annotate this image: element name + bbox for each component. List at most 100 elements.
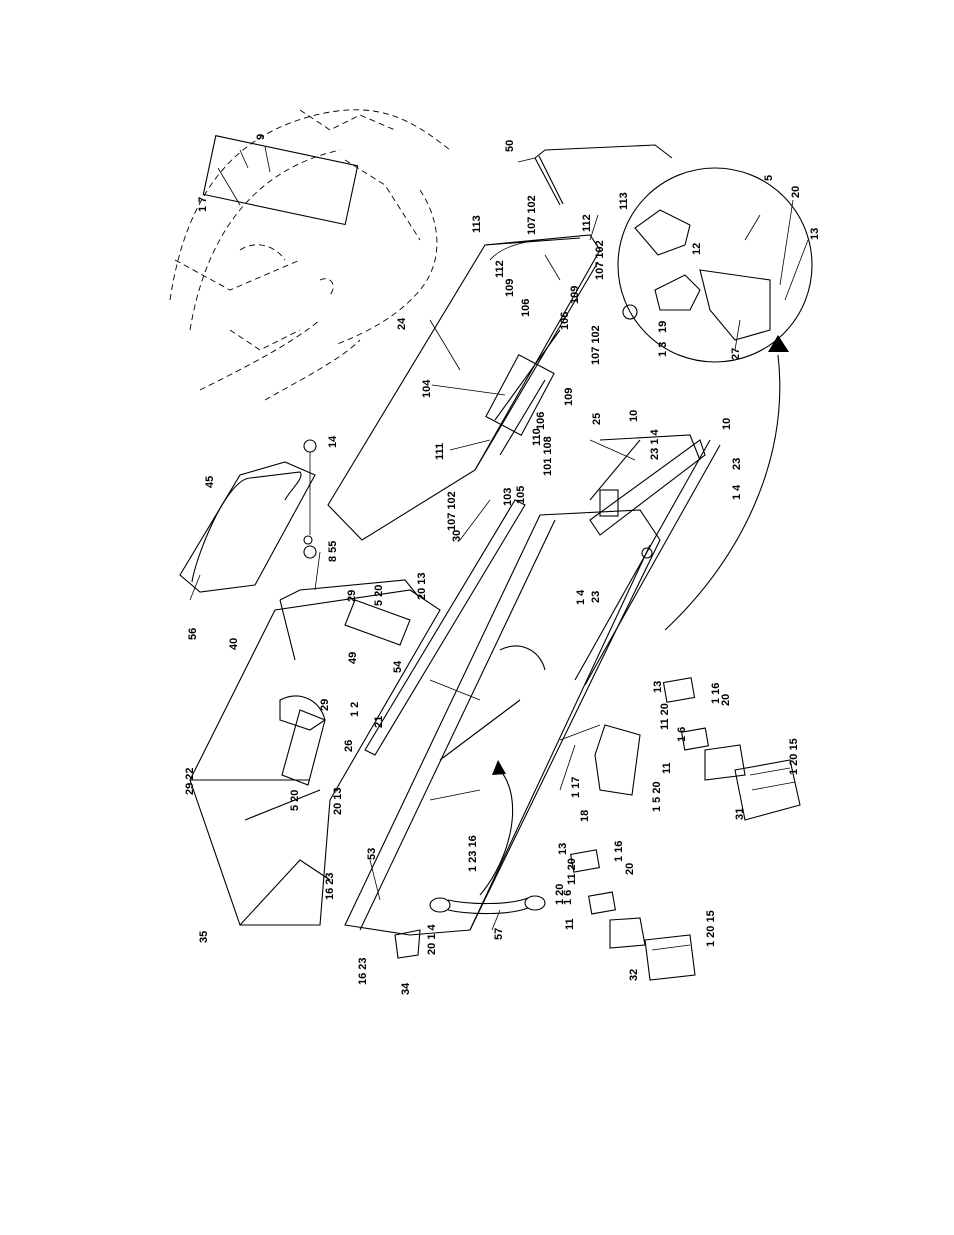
callout-label: 10 [628,410,640,422]
upper-rail-assembly [327,234,601,541]
callout-label: 25 [591,413,603,425]
callout-label: 105 [515,486,527,504]
callout-label: 1 16 [710,683,722,704]
callout-label: 31 [734,808,746,820]
callout-label: 11 20 [659,703,671,730]
callout-label: 20 [720,694,732,706]
callout-label: 1 6 [676,727,688,742]
callout-label: 29 [319,699,331,711]
callout-label: 1 7 [197,197,209,212]
callout-label: 5 [763,175,775,181]
callout-label: 1 16 [613,841,625,862]
leader-lines [217,146,809,931]
callout-label: 27 [730,348,742,360]
callout-label: 103 [502,488,514,506]
callout-label: 106 [535,412,547,430]
callout-label: 107 102 [590,325,602,365]
callout-label: 54 [392,660,404,673]
callout-label: 29 22 [184,767,196,795]
callout-label: 1 6 [562,890,574,905]
callout-label: 104 [421,379,433,398]
callout-label: 20 13 [332,787,344,815]
callout-label: 21 [373,716,385,728]
callout-label: 35 [198,931,210,943]
callout-label: 107 102 [446,491,458,531]
callout-label: 56 [187,628,199,640]
callout-label: 113 [471,215,483,233]
long-frame [344,509,661,936]
hinge-plates [569,677,710,915]
callout-label: 23 [590,591,602,603]
callout-label: 50 [504,140,516,152]
callout-label: 1 23 16 [467,835,479,872]
bracket-26 [281,709,326,786]
callout-label: 5 20 [289,790,301,811]
fasteners-8-55-14 [303,439,317,559]
callout-labels: 9 1 7 50 113 113 107 102 112 112 107 102… [184,134,821,995]
pedal-31 [704,744,801,821]
callout-label: 1 3 [657,342,669,357]
callout-label: 20 [624,863,636,875]
callout-label: 1 20 15 [705,910,717,947]
seat-frame-35 [189,589,441,926]
callout-label: 20 13 [416,572,428,600]
callout-label: 106 [559,312,571,330]
callout-label: 111 [434,443,446,460]
callout-label: 14 [327,435,339,448]
callout-label: 1 17 [570,777,582,798]
callout-label: 13 [557,843,569,855]
callout-label: 107 102 [526,195,538,235]
callout-label: 45 [204,476,216,488]
rail-54 [364,499,526,756]
bracket-34 [394,929,421,959]
callout-label: 23 1 4 [649,429,661,460]
callout-label: 1 20 [554,884,566,905]
callout-label: 9 [255,134,267,140]
callout-label: 24 [396,317,408,330]
callout-label: 11 [564,918,576,930]
callout-label: 109 [563,388,575,406]
callout-label: 1 5 20 [651,781,663,812]
rod-50 [534,144,673,206]
callout-label: 12 [691,243,703,255]
callout-label: 49 [347,652,359,664]
callout-label: 1 4 [575,589,587,605]
callout-label: 34 [400,982,412,995]
callout-label: 20 1 4 [426,924,438,955]
callout-label: 53 [366,848,378,860]
callout-label: 11 [661,762,673,774]
callout-label: 30 [451,530,463,542]
callout-label: 29 [346,590,358,602]
callout-label: 110 [531,428,543,446]
callout-label: 107 102 [594,240,606,280]
callout-label: 11 20 [566,858,578,885]
detail-view [617,167,813,363]
callout-label: 10 [721,418,733,430]
callout-label: 57 [493,928,505,940]
callout-label: 40 [228,638,240,650]
callout-label: 106 [520,299,532,317]
callout-label: 1 2 [349,702,361,717]
callout-label: 13 [652,681,664,693]
cushion-45 [179,461,316,601]
detail-arrow [664,335,789,631]
callout-label: 23 [731,458,743,470]
callout-label: 101 108 [542,436,554,476]
callout-label: 13 [809,228,821,240]
callout-label: 16 23 [357,957,369,985]
callout-label: 1 20 15 [788,738,800,775]
callout-label: 109 [569,286,581,304]
tube-25 [589,434,706,536]
cross-shaft [574,439,721,686]
callout-label: 20 [790,186,802,198]
arrow-57 [479,760,514,896]
callout-label: 112 [581,214,593,232]
vehicle-outline [169,109,451,401]
callout-label: 19 [657,321,669,333]
callout-label: 113 [618,192,630,210]
callout-label: 5 20 [373,585,385,606]
hitch-57 [429,895,546,915]
pedal-32 [609,917,696,981]
callout-label: 18 [579,810,591,822]
